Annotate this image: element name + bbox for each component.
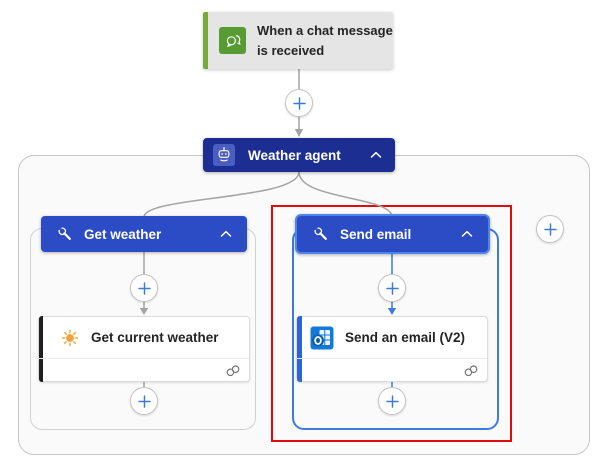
get-weather-insert-plus-button[interactable] [130,274,158,302]
plus-icon [292,96,306,110]
plus-icon [385,281,399,295]
get-weather-header[interactable]: Get weather [41,216,247,252]
chevron-up-icon [220,230,232,237]
collapse-get-weather-button[interactable] [215,223,237,245]
send-an-email-label: Send an email (V2) [345,330,466,345]
wrench-icon [57,226,73,242]
send-an-email-card[interactable]: Send an email (V2) [296,316,488,382]
connections-badge[interactable] [225,364,241,377]
connections-icon [226,365,240,377]
get-weather-title: Get weather [84,226,162,242]
chevron-up-icon [370,151,382,158]
send-email-title: Send email [340,226,412,242]
card-footer [39,358,249,381]
send-email-insert-plus-button[interactable] [378,274,406,302]
trigger-label: When a chat message is received [257,22,393,58]
insert-step-plus-button[interactable] [285,89,313,117]
send-email-header[interactable]: Send email [295,214,490,254]
card-accent-bar [39,316,43,382]
plus-icon [385,394,399,408]
sun-icon [61,329,79,346]
trigger-node[interactable]: When a chat message is received [203,12,393,69]
chat-message-icon [219,27,246,54]
plus-icon [137,394,151,408]
card-footer [297,358,487,381]
bot-icon [213,144,235,166]
wrench-icon [313,226,329,242]
card-accent-bar [297,316,302,382]
get-current-weather-card[interactable]: Get current weather [38,316,250,382]
collapse-agent-button[interactable] [365,144,387,166]
plus-icon [137,281,151,295]
connections-badge[interactable] [463,364,479,377]
weather-agent-node[interactable]: Weather agent [203,138,395,172]
send-email-add-action-plus-button[interactable] [378,387,406,415]
connections-icon [464,365,478,377]
plus-icon [543,222,557,236]
chevron-up-icon [461,230,473,237]
add-branch-plus-button[interactable] [536,215,564,243]
get-weather-add-action-plus-button[interactable] [130,387,158,415]
get-current-weather-label: Get current weather [91,330,219,345]
agent-label: Weather agent [248,147,341,163]
collapse-send-email-button[interactable] [456,223,478,245]
outlook-icon [310,326,334,349]
